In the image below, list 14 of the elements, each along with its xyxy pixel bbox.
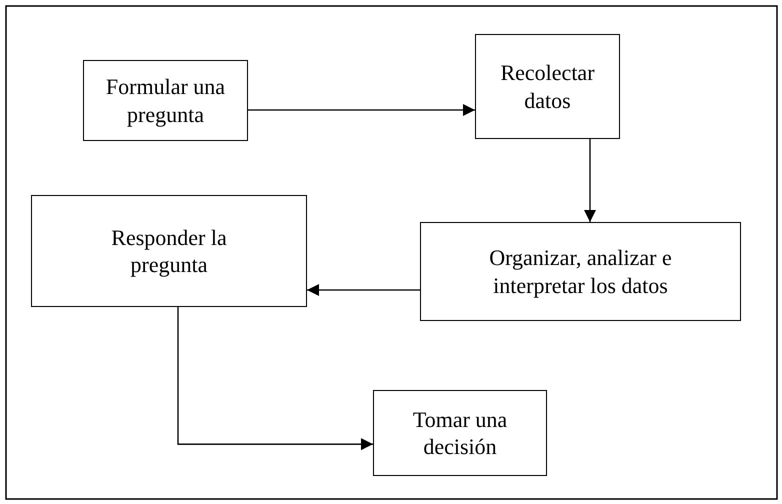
step-text: Organizar, analizar e interpretar los datos xyxy=(488,244,673,299)
arrow xyxy=(248,104,475,116)
step-text: Recolectar datos xyxy=(499,59,596,114)
step-text: Tomar una decisión xyxy=(412,406,508,460)
step-text: Formular una pregunta xyxy=(104,73,226,128)
arrow xyxy=(307,284,420,296)
process-box xyxy=(31,195,307,307)
arrow xyxy=(177,307,373,450)
step-text: Responder la pregunta xyxy=(110,224,228,278)
process-box xyxy=(373,390,547,476)
arrow xyxy=(584,139,596,222)
process-box xyxy=(83,60,248,141)
process-box xyxy=(420,222,741,321)
process-box xyxy=(475,34,620,139)
